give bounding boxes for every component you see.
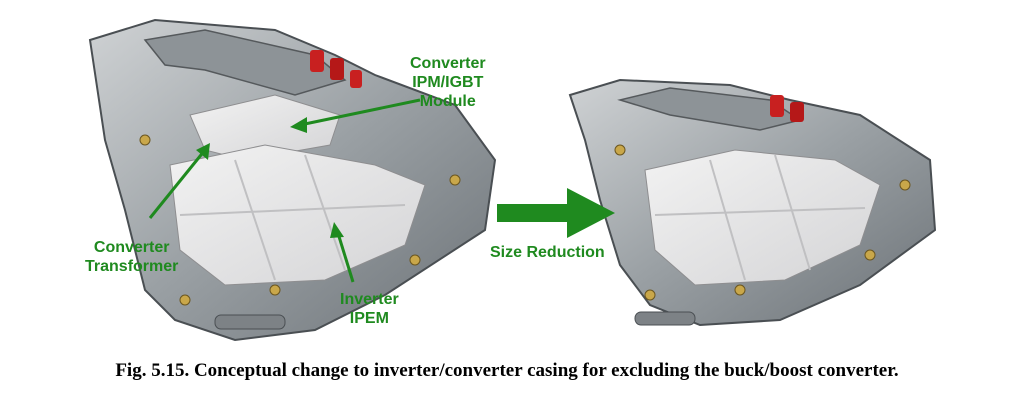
inverter-ipem-label-line1: Inverter <box>340 291 399 308</box>
converter-ipm-label-line1: Converter <box>410 55 486 72</box>
inverter-ipem-label: Inverter IPEM <box>340 290 399 328</box>
size-reduction-label: Size Reduction <box>490 244 605 261</box>
converter-transformer-label-line1: Converter <box>93 239 170 256</box>
size-reduction-arrow <box>497 186 617 246</box>
converter-transformer-label-line2: Transformer <box>85 258 179 275</box>
converter-ipm-label-line3: Module <box>419 93 476 110</box>
inverter-ipem-label-line2: IPEM <box>349 310 389 327</box>
casing-with-converter-photo <box>85 0 505 345</box>
converter-transformer-label: Converter Transformer <box>85 238 178 276</box>
converter-ipm-label: Converter IPM/IGBT Module <box>410 54 486 111</box>
casing-reduced-photo <box>560 0 945 345</box>
converter-ipm-label-line2: IPM/IGBT <box>412 74 484 91</box>
figure-caption: Fig. 5.15. Conceptual change to inverter… <box>115 360 899 381</box>
